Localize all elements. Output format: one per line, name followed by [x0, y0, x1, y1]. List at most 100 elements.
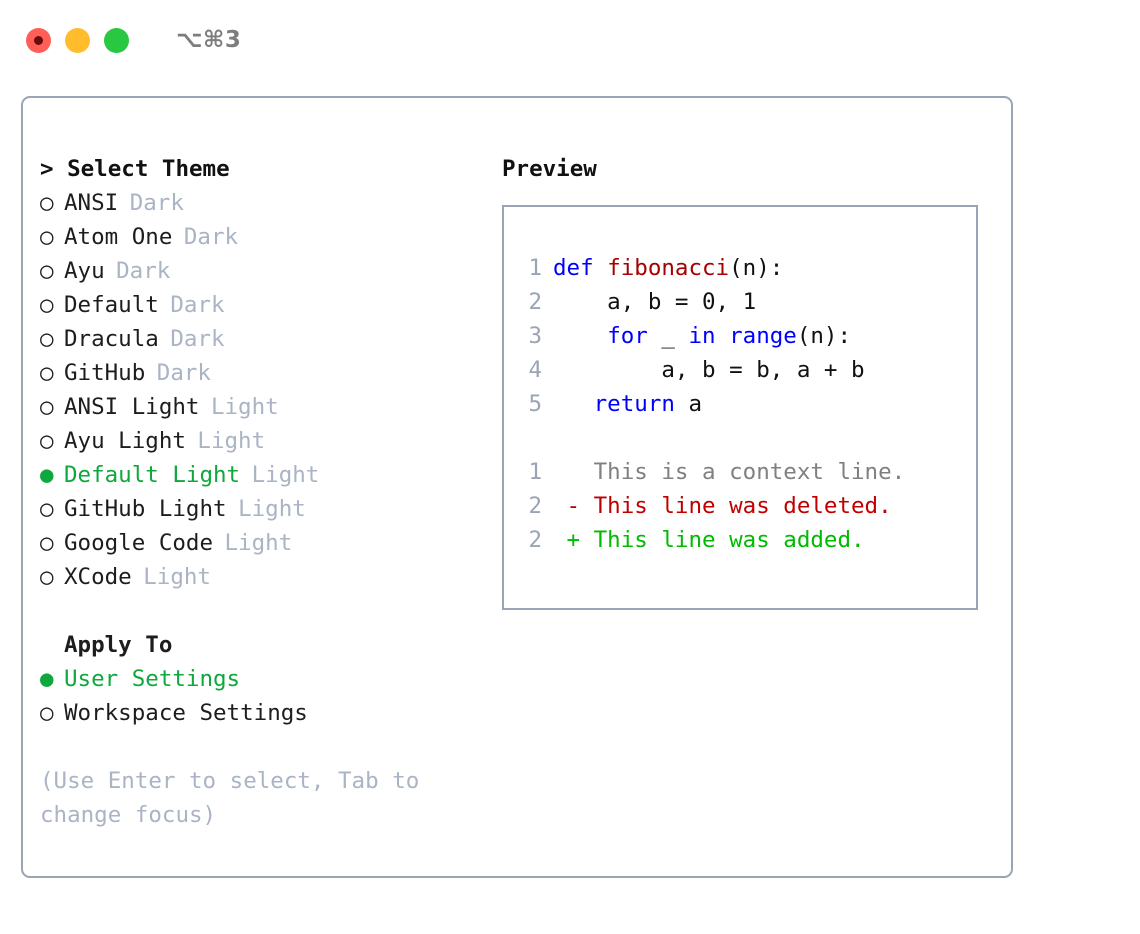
apply-to-list-item[interactable]: ○ Workspace Settings: [40, 696, 490, 730]
code-line: 5 return a: [520, 387, 905, 421]
list-spacer: [40, 594, 490, 628]
radio-unselected-icon[interactable]: ○: [40, 258, 54, 284]
token-kw: def: [553, 255, 608, 281]
line-number: 2: [528, 527, 542, 553]
token-plain: (n):: [796, 323, 852, 349]
theme-list-item[interactable]: ○ GitHub Dark: [40, 356, 490, 390]
token-plain: a, b = b, a + b: [553, 357, 865, 383]
theme-name-label: Default: [64, 292, 159, 318]
line-number: 2: [528, 289, 542, 315]
maximize-window-button[interactable]: [104, 27, 129, 53]
theme-name-label: Dracula: [64, 326, 159, 352]
token-fn: fibonacci: [607, 255, 730, 281]
radio-unselected-icon[interactable]: ○: [40, 360, 54, 386]
keyboard-shortcut-label: ⌥⌘3: [176, 27, 242, 53]
line-text: a, b = b, a + b: [553, 353, 865, 387]
apply-to-label: Workspace Settings: [64, 700, 308, 726]
token-kw: in: [688, 323, 716, 349]
radio-unselected-icon[interactable]: ○: [40, 190, 54, 216]
theme-list-item[interactable]: ○ Atom One Dark: [40, 220, 490, 254]
diff-line: 2 + This line was added.: [520, 523, 905, 557]
theme-list-item[interactable]: ○ XCode Light: [40, 560, 490, 594]
line-number: 3: [528, 323, 542, 349]
token-plain: [553, 323, 607, 349]
theme-variant-tag: Dark: [116, 258, 171, 284]
token-plain: [553, 391, 594, 417]
theme-variant-tag: Dark: [156, 360, 211, 386]
apply-to-label: User Settings: [64, 666, 241, 692]
theme-list-item[interactable]: ○ ANSI Light Light: [40, 390, 490, 424]
theme-name-label: Ayu Light: [64, 428, 186, 454]
line-text: def fibonacci(n):: [553, 251, 783, 285]
token-plain: a: [674, 391, 703, 417]
radio-unselected-icon[interactable]: ○: [40, 292, 54, 318]
token-kw: range: [729, 323, 797, 349]
theme-variant-tag: Light: [224, 530, 293, 556]
theme-name-label: Ayu: [64, 258, 105, 284]
preview-title: Preview: [502, 156, 597, 182]
apply-to-header: Apply To: [64, 632, 173, 658]
theme-variant-tag: Dark: [170, 326, 225, 352]
theme-variant-tag: Light: [238, 496, 306, 522]
apply-to-list-item[interactable]: ● User Settings: [40, 662, 490, 696]
line-number: 1: [528, 255, 542, 281]
token-plain: _: [647, 323, 689, 349]
theme-list-item[interactable]: ○ Ayu Dark: [40, 254, 490, 288]
radio-unselected-icon[interactable]: ○: [40, 530, 54, 556]
token-ctx: This is a context line.: [553, 459, 906, 485]
theme-name-label: ANSI: [64, 190, 119, 216]
radio-selected-icon[interactable]: ●: [40, 462, 54, 488]
theme-variant-tag: Dark: [170, 292, 225, 318]
theme-variant-tag: Light: [210, 394, 279, 420]
line-number: 5: [528, 391, 542, 417]
token-plain: a, b = 0, 1: [553, 289, 757, 315]
diff-line: 1 This is a context line.: [520, 455, 905, 489]
token-plain: (n):: [729, 255, 784, 281]
radio-unselected-icon[interactable]: ○: [40, 394, 54, 420]
token-del: - This line was deleted.: [553, 493, 892, 519]
theme-name-label: Atom One: [64, 224, 173, 250]
theme-list-item[interactable]: ○ Default Dark: [40, 288, 490, 322]
line-number: 4: [528, 357, 542, 383]
line-number: 2: [528, 493, 542, 519]
theme-list-item[interactable]: ○ Dracula Dark: [40, 322, 490, 356]
theme-variant-tag: Light: [143, 564, 211, 590]
code-line: 2 a, b = 0, 1: [520, 285, 905, 319]
radio-unselected-icon[interactable]: ○: [40, 496, 54, 522]
keyboard-hint-text: (Use Enter to select, Tab to change focu…: [40, 768, 433, 828]
radio-unselected-icon[interactable]: ○: [40, 564, 54, 590]
theme-name-label: Default Light: [64, 462, 241, 488]
theme-variant-tag: Dark: [183, 224, 239, 250]
radio-selected-icon[interactable]: ●: [40, 666, 54, 692]
minimize-window-button[interactable]: [65, 27, 90, 53]
radio-unselected-icon[interactable]: ○: [40, 224, 54, 250]
radio-unselected-icon[interactable]: ○: [40, 428, 54, 454]
theme-name-label: XCode: [64, 564, 132, 590]
token-add: + This line was added.: [553, 527, 865, 553]
code-line: 3 for _ in range(n):: [520, 319, 905, 353]
line-text: + This line was added.: [553, 523, 865, 557]
close-window-button[interactable]: [26, 27, 51, 53]
code-line: 4 a, b = b, a + b: [520, 353, 905, 387]
radio-unselected-icon[interactable]: ○: [40, 326, 54, 352]
apply-to-list[interactable]: ● User Settings ○ Workspace Settings: [40, 662, 490, 730]
radio-unselected-icon[interactable]: ○: [40, 700, 54, 726]
theme-variant-tag: Light: [197, 428, 266, 454]
line-text: for _ in range(n):: [553, 319, 851, 353]
code-line: 1 def fibonacci(n):: [520, 251, 905, 285]
line-text: This is a context line.: [553, 455, 906, 489]
theme-list-item[interactable]: ○ Ayu Light Light: [40, 424, 490, 458]
theme-name-label: ANSI Light: [64, 394, 200, 420]
token-kw: for: [607, 323, 648, 349]
code-blank-line: [520, 421, 905, 455]
theme-name-label: GitHub: [64, 360, 146, 386]
